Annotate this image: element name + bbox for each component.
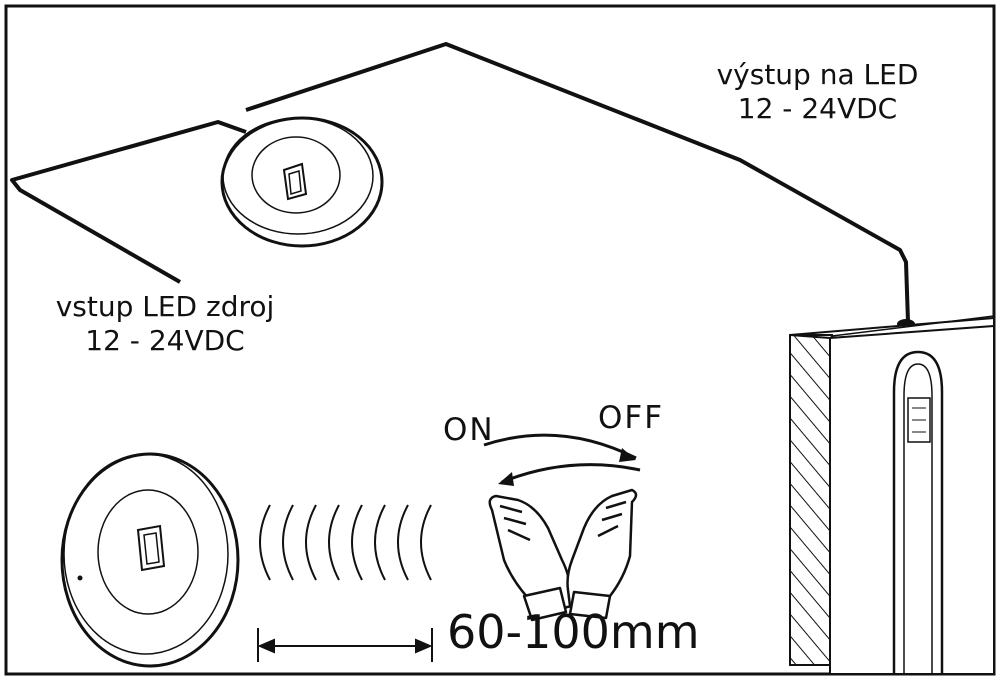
distance-dimension bbox=[257, 628, 433, 662]
sensor-lower-icon bbox=[60, 452, 240, 668]
sensor-upper-icon bbox=[220, 116, 384, 248]
input-cable bbox=[10, 120, 247, 284]
distance-label: 60-100mm bbox=[447, 605, 700, 659]
input-label-line2: 12 - 24VDC bbox=[85, 323, 245, 357]
on-off-arrows-icon bbox=[483, 433, 641, 486]
off-label: OFF bbox=[598, 400, 665, 436]
output-cable bbox=[245, 42, 910, 323]
cabinet-icon bbox=[789, 315, 995, 675]
input-label: vstup LED zdroj 12 - 24VDC bbox=[30, 290, 300, 357]
input-label-line1: vstup LED zdroj bbox=[55, 290, 275, 323]
output-label-line2: 12 - 24VDC bbox=[737, 91, 898, 125]
output-label-line1: výstup na LED bbox=[716, 58, 919, 91]
sensor-waves-icon bbox=[259, 504, 432, 581]
output-label: výstup na LED 12 - 24VDC bbox=[690, 58, 945, 125]
waving-hands-icon bbox=[488, 488, 638, 622]
on-label: ON bbox=[443, 412, 495, 448]
